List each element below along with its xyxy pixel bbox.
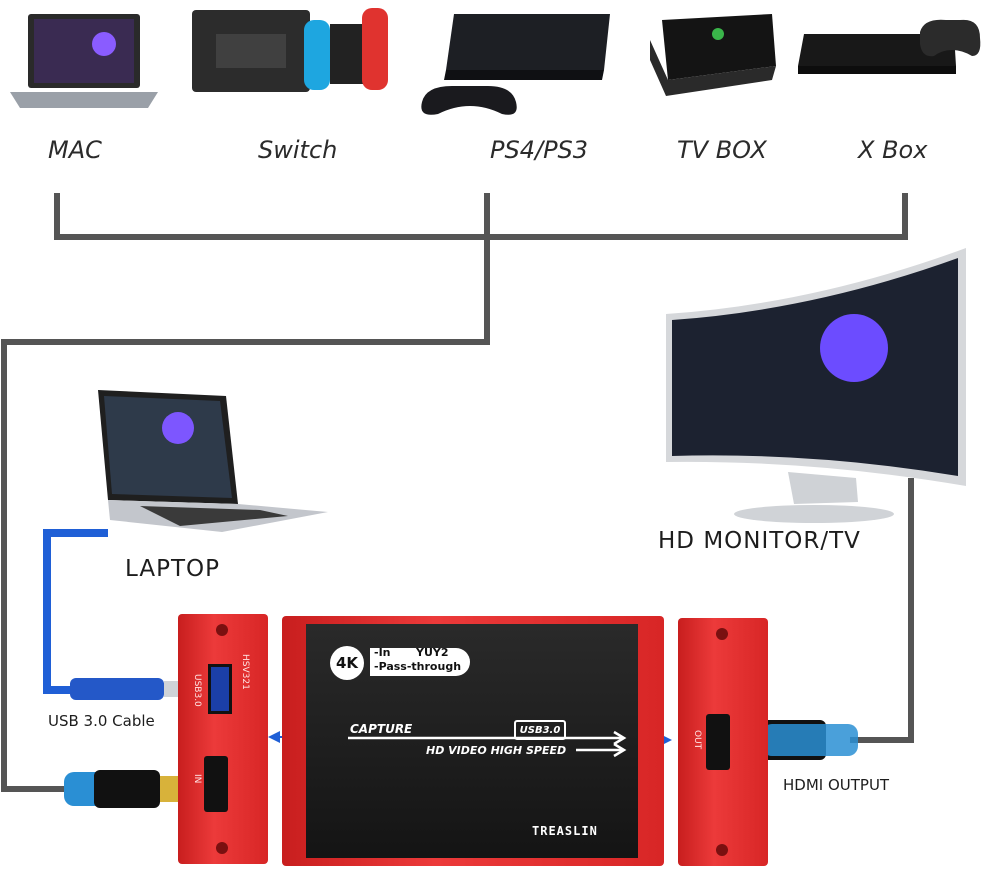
source-label-mac: MAC [48, 136, 102, 164]
capture-device-body: 4K -In YUY2 -Pass-through CAPTURE USB3.0… [282, 616, 664, 866]
usb-port-label: USB3.0 [192, 674, 202, 707]
usb-port [208, 664, 232, 714]
in-text: -In [374, 646, 391, 659]
out-port-label: OUT [692, 730, 702, 750]
laptop-icon [10, 14, 158, 108]
usb-cable-label: USB 3.0 Cable [48, 712, 155, 730]
usb-plug-icon [70, 678, 186, 700]
pass-through-text: -Pass-through [374, 660, 462, 673]
device-subtitle: HD VIDEO HIGH SPEED [426, 744, 567, 757]
in-port-label: IN [192, 774, 202, 784]
monitor-label: HD MONITOR/TV [658, 528, 861, 554]
hdmi-in-port [204, 756, 228, 812]
tv-box-device [648, 10, 778, 96]
source-label-switch: Switch [258, 136, 338, 164]
device-left-cap: HSV321 USB3.0 IN [178, 614, 268, 864]
source-label-tv-box: TV BOX [677, 136, 767, 164]
source-label-x-box: X Box [858, 136, 928, 164]
brand-label: TREASLIN [532, 824, 598, 838]
hdmi-input-plug [64, 766, 192, 812]
screw-icon [216, 624, 228, 636]
xbox-console [796, 16, 982, 78]
switch-console [192, 4, 392, 94]
badge-4k-text: 4K [335, 654, 359, 672]
laptop-label: LAPTOP [125, 556, 220, 582]
hdmi-out-port [706, 714, 730, 770]
source-label-ps4-ps3: PS4/PS3 [490, 136, 589, 164]
usb-plug [70, 672, 186, 706]
pass-through-banner [370, 648, 470, 676]
game-console-icon [192, 8, 388, 92]
tv-box-icon [650, 14, 776, 96]
screw-icon [716, 628, 728, 640]
hd-monitor [664, 248, 968, 524]
source-to-device-line [1, 193, 490, 792]
screw-icon [716, 844, 728, 856]
speed-arrows-icon [348, 730, 627, 758]
monitor-icon [666, 248, 966, 523]
ps4-console [416, 14, 616, 120]
device-right-cap: OUT [678, 618, 768, 866]
badge-4k-icon: 4K [330, 646, 364, 680]
capture-text: CAPTURE [350, 722, 413, 736]
mac-laptop [8, 12, 160, 108]
game-console-icon [421, 14, 610, 115]
yuy2-text: YUY2 [416, 646, 449, 659]
laptop-icon [98, 390, 328, 532]
laptop [92, 386, 328, 534]
game-console-icon [798, 19, 981, 74]
hdmi-output-label: HDMI OUTPUT [783, 776, 890, 794]
output-line [850, 478, 914, 743]
usb-badge-text: USB3.0 [519, 724, 561, 736]
hdmi-plug-icon [64, 770, 190, 808]
model-label: HSV321 [240, 654, 250, 690]
source-bus-line [54, 193, 908, 240]
screw-icon [216, 842, 228, 854]
